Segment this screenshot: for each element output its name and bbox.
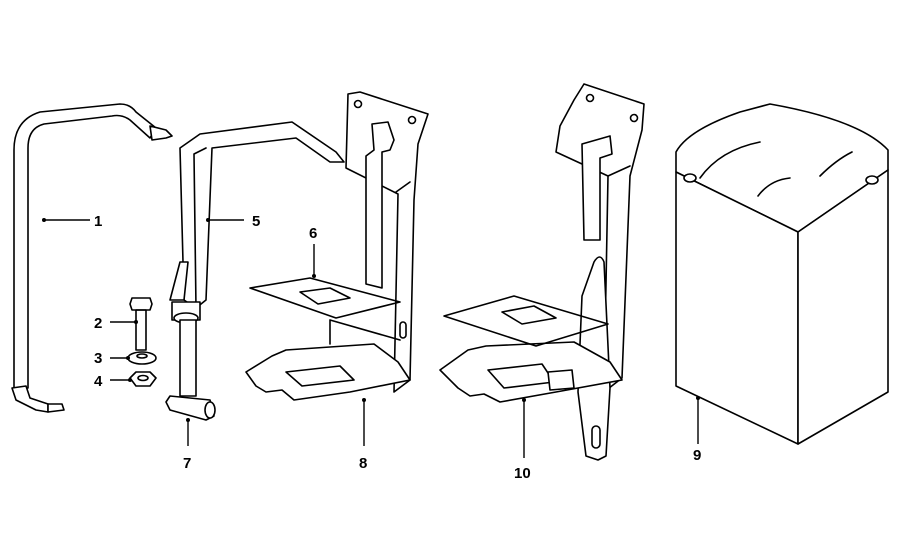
part-10-battery-tray	[439, 83, 645, 461]
leader-lines	[42, 218, 700, 458]
callout-8: 8	[359, 455, 367, 472]
callout-1: 1	[94, 213, 102, 230]
callout-5: 5	[252, 213, 260, 230]
part-6-rubber-pad	[249, 277, 401, 319]
part-5-bracket-frame	[169, 121, 345, 324]
callout-9: 9	[693, 447, 701, 464]
part-3-washer	[127, 351, 157, 365]
callout-2: 2	[94, 315, 102, 332]
part-1-retaining-strap	[11, 103, 173, 413]
callout-3: 3	[94, 350, 102, 367]
callout-4: 4	[94, 373, 103, 390]
part-8-battery-tray	[245, 91, 429, 401]
callout-10: 10	[514, 465, 531, 482]
part-7-clamp-rod	[165, 319, 216, 421]
callout-7: 7	[183, 455, 191, 472]
part-9-battery	[675, 103, 889, 445]
part-4-nut	[129, 371, 157, 387]
callout-6: 6	[309, 225, 317, 242]
part-2-bolt	[129, 297, 153, 351]
